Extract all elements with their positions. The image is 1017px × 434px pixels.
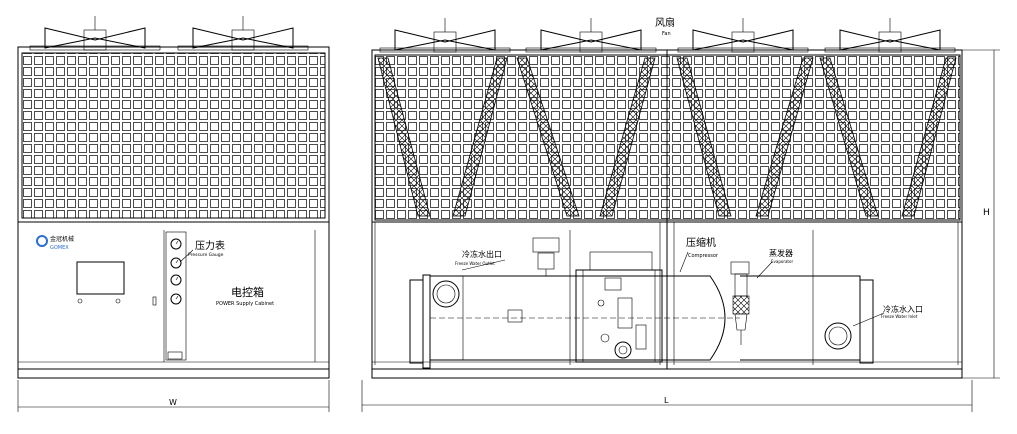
water-outlet-port (432, 280, 460, 308)
indicator-light-left (77, 298, 83, 304)
front-view: 金冠机械 GOMEX 压力表 Pressure Gauge 电控箱 POWER … (17, 16, 330, 412)
pressure-gauge-label-cn: 压力表 (195, 239, 225, 252)
dimension-w-label: W (169, 398, 177, 407)
pressure-gauge-label-en: Pressure Gauge (188, 252, 224, 258)
logo-brand-en: GOMEX (50, 245, 69, 251)
logo-brand-cn: 金冠机械 (50, 235, 74, 243)
shell-condenser (409, 237, 740, 369)
logo: 金冠机械 GOMEX (36, 235, 74, 251)
front-coil-grid (21, 52, 326, 219)
gauge-leader (179, 249, 194, 263)
compressor-label-en: Compressor (688, 253, 719, 259)
evaporator-label-cn: 蒸发器 (769, 248, 793, 258)
v-coils (377, 57, 957, 217)
gauge-icon (170, 238, 182, 250)
control-box-label-cn: 电控箱 (231, 285, 264, 299)
evaporator-label-en: Evaporator (771, 259, 793, 264)
shell-right (740, 275, 874, 364)
front-fan-1 (29, 16, 161, 51)
compressor (575, 251, 663, 363)
control-panel-door (165, 231, 187, 361)
gauge-icon (170, 293, 182, 305)
outlet-label-en: Freeze Water Outlet (455, 261, 495, 266)
door-latch (167, 351, 183, 360)
front-fan-2 (177, 16, 309, 51)
fan-label-cn: 风扇 (655, 16, 675, 29)
side-fan-3 (677, 18, 809, 53)
gauge-icon (170, 257, 182, 269)
water-inlet-port (824, 322, 852, 350)
inlet-label-cn: 冷冻水入口 (883, 304, 923, 314)
door-handle (152, 296, 157, 306)
control-box-label-en: POWER Supply Cabinet (216, 301, 274, 307)
pressure-gauges (170, 238, 182, 305)
logo-mark (36, 235, 48, 247)
gauge-icon (170, 274, 182, 286)
controller-screen (76, 261, 125, 295)
dimension-h-label: H (983, 208, 990, 218)
inlet-label-en: Freeze Water Inlet (881, 314, 918, 319)
indicator-light-right (115, 298, 121, 304)
compressor-label-cn: 压缩机 (686, 236, 716, 249)
evaporator-valve (730, 261, 750, 345)
front-base (17, 368, 330, 379)
side-fans (379, 18, 956, 53)
side-base (371, 368, 963, 379)
side-view: 风扇 Fan (361, 16, 1000, 412)
dimension-l-label: L (664, 396, 669, 405)
side-fan-2 (525, 18, 657, 53)
outlet-label-cn: 冷冻水出口 (462, 249, 502, 259)
side-fan-4 (824, 18, 956, 53)
side-fan-1 (379, 18, 511, 53)
fan-label-en: Fan (662, 31, 671, 37)
